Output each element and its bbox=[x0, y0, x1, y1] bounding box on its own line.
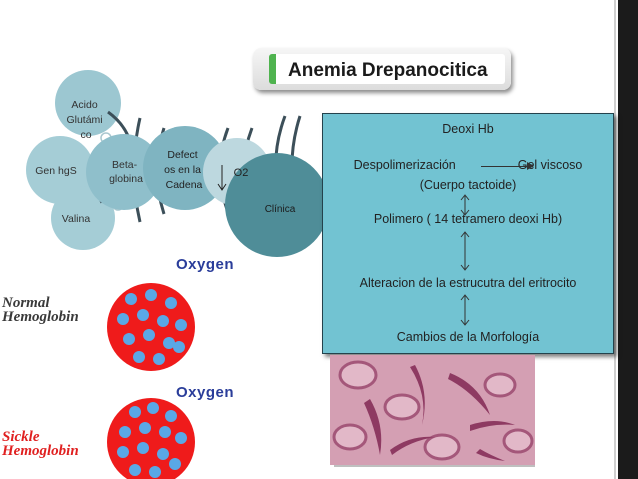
oxygen-label-sickle: Oxygen bbox=[176, 384, 235, 401]
hemoglobin-dot bbox=[119, 426, 131, 438]
arrow-head-up-icon bbox=[460, 231, 470, 238]
beta-globina-label: Beta- globina bbox=[109, 159, 143, 185]
hemoglobin-dot bbox=[149, 466, 161, 478]
sickle-rbc bbox=[107, 398, 195, 479]
normal-hemoglobin-label: Normal Hemoglobin bbox=[2, 295, 79, 325]
updown-arrows bbox=[460, 194, 470, 326]
info-line-cambios: Cambios de la Morfología bbox=[396, 330, 540, 344]
hemoglobin-dot bbox=[157, 448, 169, 460]
cycle-diagram: Acido Glutámi co Gen hgS Valina Beta- gl… bbox=[26, 70, 329, 257]
hemoglobin-dot bbox=[137, 309, 149, 321]
right-bar bbox=[618, 0, 638, 479]
oxygen-label-normal: Oxygen bbox=[176, 256, 235, 273]
right-arrow-icon bbox=[481, 162, 534, 170]
defectos-line: Defect bbox=[167, 149, 197, 161]
beta-globina-circle bbox=[86, 134, 162, 210]
beta-line: Beta- bbox=[112, 159, 138, 171]
gen-label: Gen hgS bbox=[35, 165, 76, 177]
sickle-hemoglobin-label: Sickle Hemoglobin bbox=[2, 429, 79, 459]
hemoglobin-dot bbox=[137, 442, 149, 454]
hemoglobin-dot bbox=[117, 446, 129, 458]
page-title: Anemia Drepanocitica bbox=[288, 60, 488, 81]
arc-connector bbox=[107, 110, 130, 137]
title-box: Anemia Drepanocitica bbox=[253, 48, 511, 90]
info-line-polimero: Polimero ( 14 tetramero deoxi Hb) bbox=[373, 212, 563, 226]
title-inner: Anemia Drepanocitica bbox=[269, 54, 505, 84]
hemoglobin-dot bbox=[147, 402, 159, 414]
clinica-label: Clínica bbox=[265, 204, 296, 215]
valina-label: Valina bbox=[62, 213, 91, 225]
hemoglobin-dot bbox=[165, 410, 177, 422]
hemoglobin-dot bbox=[125, 293, 137, 305]
hemoglobin-dot bbox=[159, 426, 171, 438]
hemoglobin-dot bbox=[173, 341, 185, 353]
down-arrow-head-icon bbox=[217, 183, 227, 191]
hemoglobin-dot bbox=[133, 351, 145, 363]
acido-circle bbox=[55, 70, 121, 136]
info-line-alteracion: Alteracion de la estrucutra del eritroci… bbox=[359, 276, 577, 290]
hemoglobin-dot bbox=[143, 329, 155, 341]
hemoglobin-dot bbox=[157, 315, 169, 327]
valina-circle bbox=[51, 186, 115, 250]
sickle-cells-image bbox=[330, 355, 535, 465]
hemoglobin-dot bbox=[145, 289, 157, 301]
sickle-label-line: Sickle bbox=[2, 429, 40, 445]
defectos-label: Defect os en la Cadena bbox=[164, 149, 204, 191]
hemoglobin-dot bbox=[175, 319, 187, 331]
hemoglobin-dot bbox=[169, 458, 181, 470]
acido-label: Acido Glutámi co bbox=[66, 99, 105, 141]
sickle-cells-photo bbox=[330, 355, 535, 465]
arrow-head-up-icon bbox=[460, 294, 470, 301]
hemoglobin-dot bbox=[129, 464, 141, 476]
normal-label-line: Hemoglobin bbox=[2, 309, 79, 325]
hemoglobin-dot bbox=[139, 422, 151, 434]
hemoglobin-dot bbox=[175, 432, 187, 444]
arrow-head-down-icon bbox=[460, 264, 470, 271]
hemoglobin-dot bbox=[117, 313, 129, 325]
sickle-label-line: Hemoglobin bbox=[2, 443, 79, 459]
defectos-line: os en la bbox=[164, 164, 201, 176]
info-despolimerizacion: Despolimerización bbox=[353, 158, 456, 172]
right-divider bbox=[614, 0, 616, 479]
hemoglobin-dot bbox=[163, 337, 175, 349]
defectos-circle bbox=[143, 126, 227, 210]
acido-line: co bbox=[80, 129, 91, 141]
acido-line: Glutámi bbox=[66, 114, 102, 126]
acido-line: Acido bbox=[71, 99, 97, 111]
defectos-line: Cadena bbox=[166, 179, 203, 191]
info-line-tactoide: (Cuerpo tactoide) bbox=[419, 178, 517, 192]
hemoglobin-dot bbox=[165, 297, 177, 309]
clinica-circle bbox=[225, 153, 329, 257]
normal-label-line: Normal bbox=[2, 295, 50, 311]
info-line-deoxi: Deoxi Hb bbox=[442, 122, 494, 136]
normal-rbc bbox=[107, 283, 195, 371]
arrow-head-up-icon bbox=[460, 194, 470, 201]
arrow-head-down-icon bbox=[460, 209, 470, 216]
hemoglobin-dot bbox=[153, 353, 165, 365]
beta-line: globina bbox=[109, 173, 143, 185]
arrow-head-down-icon bbox=[460, 319, 470, 326]
o2-label: O2 bbox=[234, 167, 249, 179]
hemoglobin-dot bbox=[123, 333, 135, 345]
hemoglobin-dot bbox=[129, 406, 141, 418]
